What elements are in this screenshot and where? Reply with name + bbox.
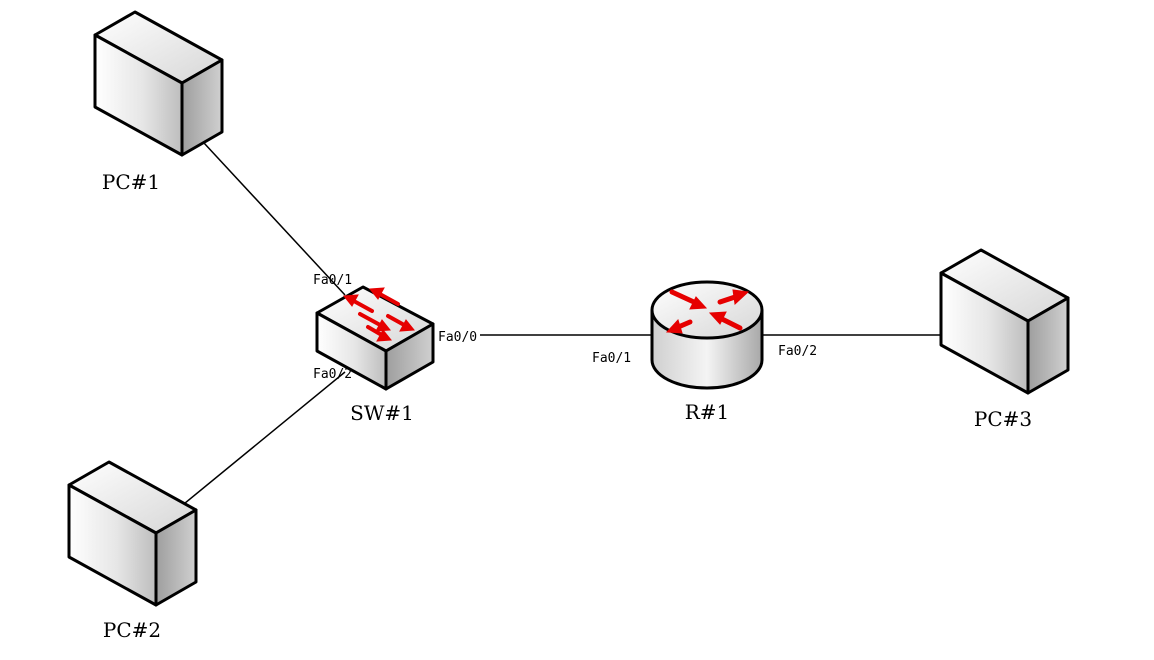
pc3-node[interactable]: PC#3	[939, 248, 1070, 431]
pc-icon	[67, 460, 198, 607]
pc1-node[interactable]: PC#1	[93, 10, 224, 194]
port-label-sw1-fa0-0: Fa0/0	[438, 330, 477, 345]
sw1-node[interactable]: SW#1	[315, 285, 435, 425]
port-labels: Fa0/1 Fa0/2 Fa0/0 Fa0/1 Fa0/2	[313, 273, 817, 382]
r1-node[interactable]: R#1	[650, 280, 764, 424]
pc1-label: PC#1	[102, 170, 160, 194]
port-label-sw1-fa0-2: Fa0/2	[313, 367, 352, 382]
links	[167, 142, 940, 518]
pc3-label: PC#3	[974, 407, 1032, 431]
r1-label: R#1	[685, 400, 730, 424]
port-label-sw1-fa0-1: Fa0/1	[313, 273, 352, 288]
pc2-label: PC#2	[103, 618, 161, 642]
link-pc1-sw1	[203, 142, 346, 296]
pc-icon	[93, 10, 224, 157]
router-icon	[650, 280, 764, 390]
link-pc2-sw1	[167, 371, 346, 518]
pc2-node[interactable]: PC#2	[67, 460, 198, 642]
sw1-label: SW#1	[350, 401, 414, 425]
port-label-r1-fa0-1: Fa0/1	[592, 351, 631, 366]
port-label-r1-fa0-2: Fa0/2	[778, 344, 817, 359]
switch-icon	[315, 285, 435, 391]
pc-icon	[939, 248, 1070, 395]
